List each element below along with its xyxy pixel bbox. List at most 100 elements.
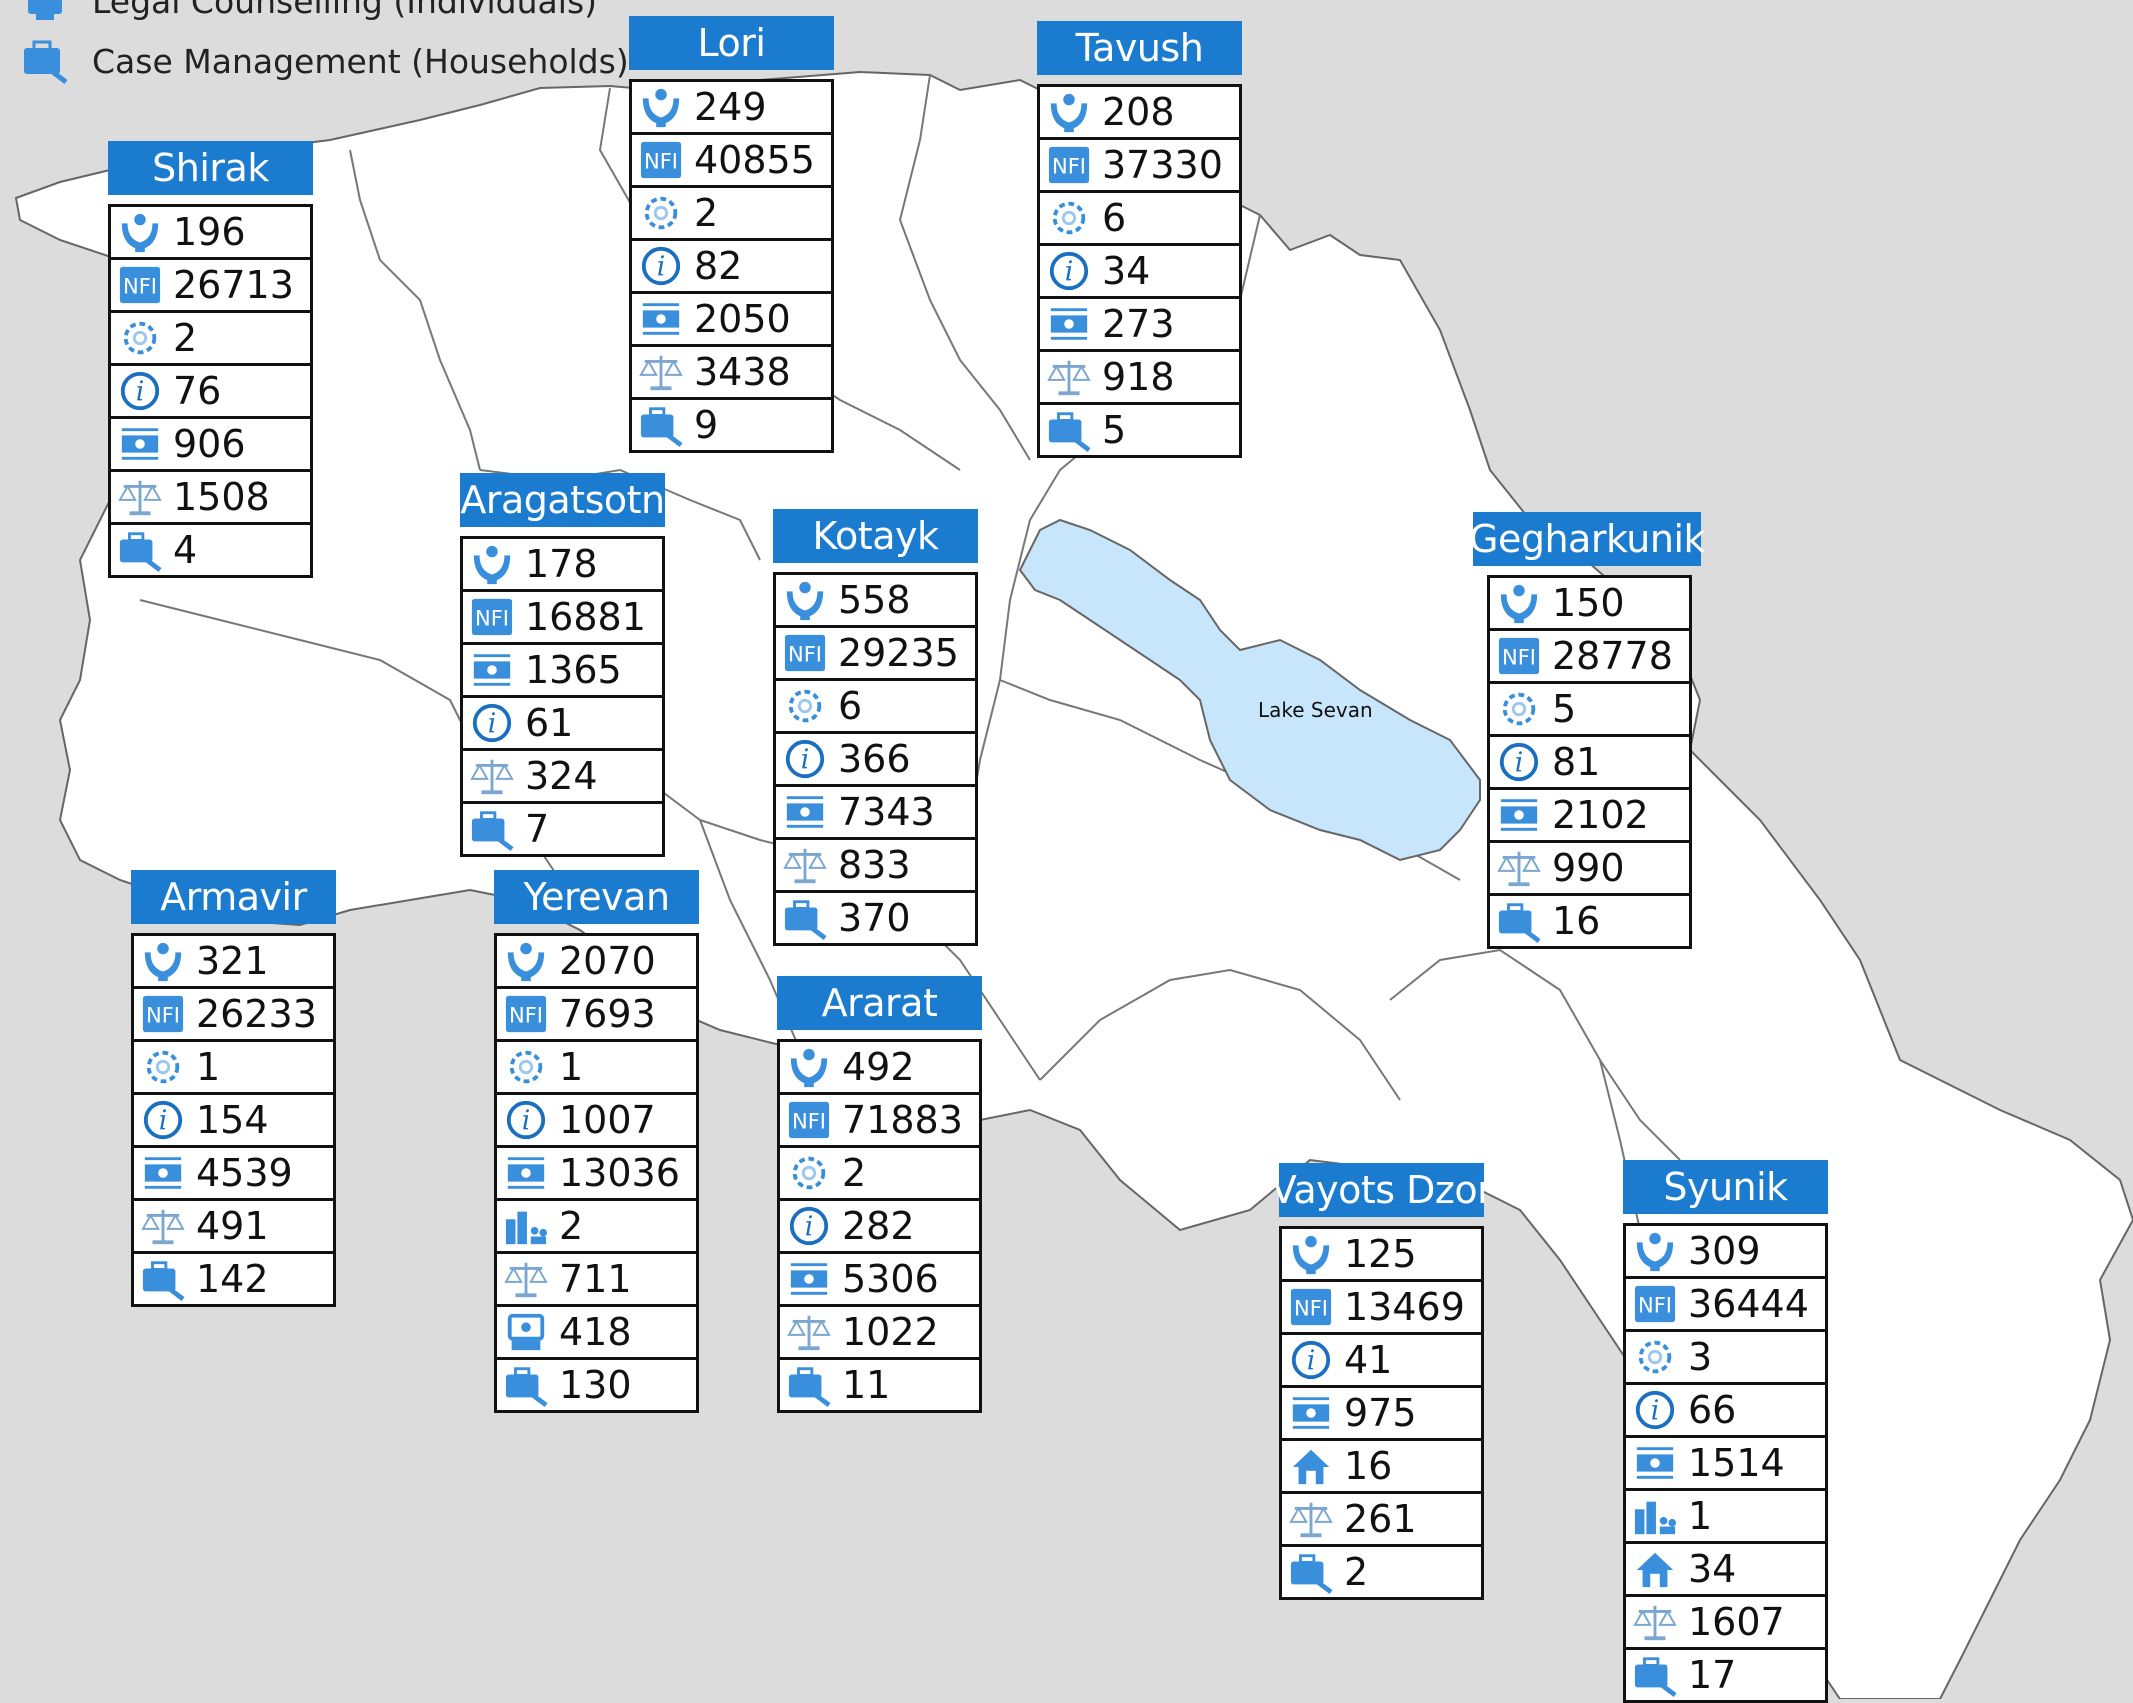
svg-text:NFI: NFI (788, 642, 822, 667)
stat-row: 249 (632, 82, 831, 132)
stat-value: 975 (1344, 1391, 1417, 1435)
stat-value: 2102 (1552, 793, 1649, 837)
stat-row: 150 (1490, 578, 1689, 628)
cash-transfer-icon (467, 648, 517, 692)
stat-value: 990 (1552, 846, 1625, 890)
stat-value: 16881 (525, 595, 646, 639)
stat-row: 918 (1040, 349, 1239, 402)
stat-value: 81 (1552, 740, 1601, 784)
nfi-icon: NFI (1494, 634, 1544, 678)
legend-label-case-management: Case Management (Households) (92, 41, 629, 81)
stat-row: 370 (776, 890, 975, 943)
lake-sevan (1018, 518, 1481, 862)
svg-text:NFI: NFI (792, 1109, 826, 1134)
cash-assistance-icon (115, 210, 165, 254)
community-icon (1630, 1494, 1680, 1538)
stat-value: 71883 (842, 1098, 963, 1142)
stat-row: 6 (776, 678, 975, 731)
referral-icon (501, 1045, 551, 1089)
stat-row: 3 (1626, 1329, 1825, 1382)
stat-value: 208 (1102, 90, 1175, 134)
cash-assistance-icon (501, 939, 551, 983)
stat-value: 491 (196, 1204, 269, 1248)
stat-value: 61 (525, 701, 574, 745)
stat-row: 125 (1282, 1229, 1481, 1279)
cash-assistance-icon (1630, 1229, 1680, 1273)
legal-scales-icon (636, 350, 686, 394)
stat-value: 4539 (196, 1151, 293, 1195)
stat-value: 1022 (842, 1310, 939, 1354)
svg-text:i: i (657, 252, 666, 283)
legend-item-case-management: Case Management (Households) (20, 38, 629, 84)
stat-value: 2 (694, 191, 719, 235)
svg-text:NFI: NFI (146, 1003, 180, 1028)
stat-value: 1 (196, 1045, 221, 1089)
legal-scales-icon (1630, 1600, 1680, 1644)
stat-value: 34 (1688, 1547, 1737, 1591)
stat-row: 17 (1626, 1647, 1825, 1700)
cash-transfer-icon (784, 1257, 834, 1301)
region-title: Syunik (1623, 1160, 1828, 1214)
legal-scales-icon (501, 1257, 551, 1301)
stat-row: 1 (1626, 1488, 1825, 1541)
stat-value: 34 (1102, 249, 1151, 293)
region-title: Shirak (108, 141, 313, 195)
nfi-icon: NFI (1630, 1282, 1680, 1326)
stat-row: 906 (111, 416, 310, 469)
case-management-icon (467, 807, 517, 851)
stat-value: 5 (1102, 408, 1127, 452)
info-icon: i (467, 701, 517, 745)
stat-value: 558 (838, 578, 911, 622)
svg-text:i: i (1515, 748, 1524, 779)
stat-value: 1 (559, 1045, 584, 1089)
stat-row: 273 (1040, 296, 1239, 349)
nfi-icon: NFI (784, 1098, 834, 1142)
svg-text:i: i (136, 377, 145, 408)
stat-row: 9 (632, 397, 831, 450)
nfi-icon: NFI (636, 138, 686, 182)
stat-row: 321 (134, 936, 333, 986)
region-title: Ararat (777, 976, 982, 1030)
cash-transfer-icon (1494, 793, 1544, 837)
stat-value: 2050 (694, 297, 791, 341)
svg-text:NFI: NFI (1638, 1293, 1672, 1318)
stat-row: 3438 (632, 344, 831, 397)
legal-scales-icon (1286, 1497, 1336, 1541)
svg-text:i: i (805, 1212, 814, 1243)
region-title: Tavush (1037, 21, 1242, 75)
info-icon: i (1044, 249, 1094, 293)
svg-text:NFI: NFI (1052, 154, 1086, 179)
stat-row: 975 (1282, 1385, 1481, 1438)
case-management-icon (636, 403, 686, 447)
region-title: Lori (629, 16, 834, 70)
stat-row: 4 (111, 522, 310, 575)
svg-text:NFI: NFI (1294, 1296, 1328, 1321)
svg-text:i: i (1307, 1346, 1316, 1377)
info-icon: i (780, 737, 830, 781)
legal-scales-icon (115, 475, 165, 519)
info-icon: i (1630, 1388, 1680, 1432)
region-title: Kotayk (773, 509, 978, 563)
stat-value: 7 (525, 807, 550, 851)
stat-value: 833 (838, 843, 911, 887)
stat-row: i 61 (463, 695, 662, 748)
stat-value: 150 (1552, 581, 1625, 625)
stat-value: 1607 (1688, 1600, 1785, 1644)
svg-text:i: i (488, 709, 497, 740)
stat-value: 918 (1102, 355, 1175, 399)
